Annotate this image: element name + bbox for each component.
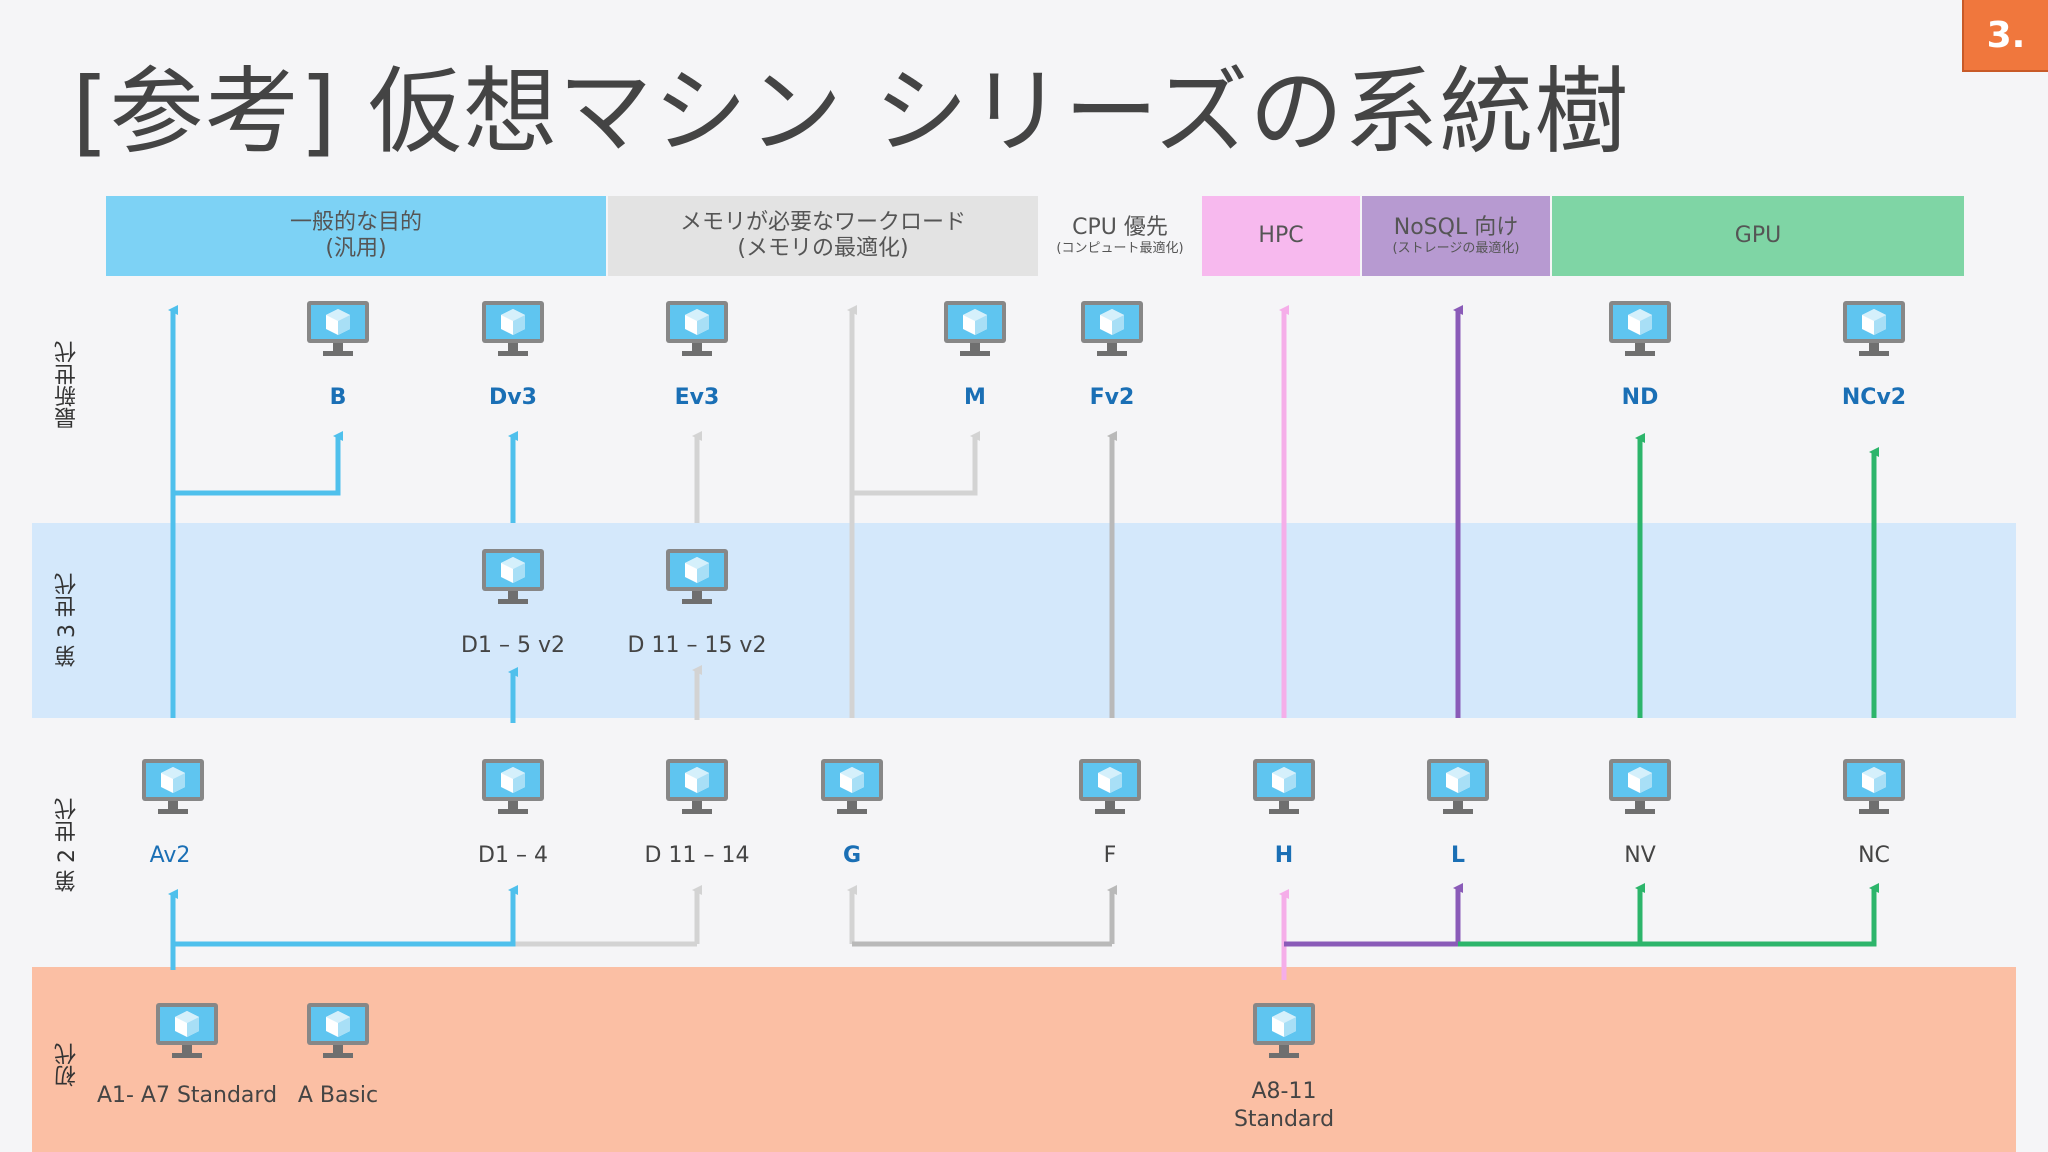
vm-node-ev3: Ev3 <box>587 300 807 412</box>
virtual-machine-icon <box>944 301 1006 356</box>
vm-node-a-basic: A Basic <box>228 1002 448 1110</box>
category-memory: メモリが必要なワークロード (メモリの最適化) <box>608 196 1038 276</box>
virtual-machine-icon <box>666 549 728 604</box>
category-gpu: GPU <box>1552 196 1964 276</box>
virtual-machine-icon <box>142 759 204 814</box>
vm-node-a1-a7: A1- A7 Standard <box>77 1002 297 1110</box>
vm-node-d11-15v2: D 11 – 15 v2 <box>587 548 807 660</box>
vm-label-av2: Av2 <box>149 843 191 868</box>
vm-label-d11-15v2: D 11 – 15 v2 <box>627 633 767 658</box>
vm-label-nd: ND <box>1621 385 1659 410</box>
vm-label-d1-4: D1 – 4 <box>478 843 548 868</box>
virtual-machine-icon <box>307 1003 369 1058</box>
category-cpu-subtitle: (コンピュート最適化) <box>1056 241 1184 257</box>
vm-node-d1-4: D1 – 4 <box>403 758 623 870</box>
vm-node-d11-14: D 11 – 14 <box>587 758 807 870</box>
virtual-machine-icon <box>482 301 544 356</box>
vm-node-nc: NC <box>1764 758 1984 870</box>
virtual-machine-icon <box>1079 759 1141 814</box>
category-general-subtitle: (汎用) <box>325 236 387 261</box>
connector-b-branch <box>173 431 343 496</box>
vm-label-nv: NV <box>1624 843 1656 868</box>
vm-node-nd: ND <box>1530 300 1750 412</box>
vm-node-fv2: Fv2 <box>1002 300 1222 412</box>
vm-label-a8-11-line2: Standard <box>1233 1106 1335 1132</box>
vm-label-l: L <box>1450 843 1466 868</box>
vm-node-ncv2: NCv2 <box>1764 300 1984 412</box>
vm-label-a8-11: A8-11 Standard <box>1234 1078 1334 1133</box>
vm-label-m: M <box>964 385 986 410</box>
virtual-machine-icon <box>1609 301 1671 356</box>
virtual-machine-icon <box>1843 301 1905 356</box>
vm-node-m: M <box>865 300 1085 412</box>
connector-g-to-m-branch <box>852 431 980 496</box>
virtual-machine-icon <box>1427 759 1489 814</box>
category-general-title: 一般的な目的 <box>289 209 422 235</box>
category-general: 一般的な目的 (汎用) <box>106 196 606 276</box>
virtual-machine-icon <box>1253 759 1315 814</box>
page-number-badge: 3. <box>1962 0 2048 72</box>
first-gen-band <box>32 967 2016 1152</box>
connector-l-to-nv-nc <box>1458 883 1879 947</box>
vm-node-l: L <box>1348 758 1568 870</box>
vm-node-av2: Av2 <box>63 758 283 870</box>
vm-label-d1-5v2: D1 – 5 v2 <box>461 633 565 658</box>
vm-label-g: G <box>842 843 862 868</box>
virtual-machine-icon <box>666 301 728 356</box>
vm-label-f: F <box>1103 843 1117 868</box>
vm-label-h: H <box>1274 843 1294 868</box>
vm-label-b: B <box>329 385 347 410</box>
vm-label-nc: NC <box>1858 843 1890 868</box>
vm-node-b: B <box>228 300 448 412</box>
vm-node-dv3: Dv3 <box>403 300 623 412</box>
category-nosql-subtitle: (ストレージの最適化) <box>1392 241 1520 257</box>
category-cpu: CPU 優先 (コンピュート最適化) <box>1040 196 1200 276</box>
vm-node-g: G <box>742 758 962 870</box>
category-memory-subtitle: (メモリの最適化) <box>737 236 909 261</box>
vm-label-ncv2: NCv2 <box>1841 385 1907 410</box>
vm-node-nv: NV <box>1530 758 1750 870</box>
vm-node-f: F <box>1000 758 1220 870</box>
vm-label-fv2: Fv2 <box>1089 385 1135 410</box>
vm-label-dv3: Dv3 <box>489 385 537 410</box>
vm-label-ev3: Ev3 <box>674 385 720 410</box>
connector-a8-to-l <box>1284 883 1463 947</box>
vm-label-a-basic: A Basic <box>297 1083 379 1108</box>
category-cpu-title: CPU 優先 <box>1072 215 1168 240</box>
virtual-machine-icon <box>666 759 728 814</box>
vm-label-a1-a7: A1- A7 Standard <box>96 1083 278 1108</box>
connector-a-to-d1-4 <box>173 885 518 947</box>
virtual-machine-icon <box>1609 759 1671 814</box>
vm-label-d11-14: D 11 – 14 <box>644 843 750 868</box>
category-memory-title: メモリが必要なワークロード <box>679 209 966 235</box>
virtual-machine-icon <box>821 759 883 814</box>
virtual-machine-icon <box>1081 301 1143 356</box>
virtual-machine-icon <box>307 301 369 356</box>
virtual-machine-icon <box>482 549 544 604</box>
virtual-machine-icon <box>1253 1003 1315 1058</box>
third-gen-band <box>32 523 2016 718</box>
category-nosql-title: NoSQL 向け <box>1393 215 1519 240</box>
category-hpc: HPC <box>1202 196 1360 276</box>
vm-node-a8-11: A8-11 Standard <box>1174 1002 1394 1133</box>
virtual-machine-icon <box>156 1003 218 1058</box>
category-nosql: NoSQL 向け (ストレージの最適化) <box>1362 196 1550 276</box>
vm-label-a8-11-line1: A8-11 <box>1251 1079 1317 1104</box>
virtual-machine-icon <box>1843 759 1905 814</box>
vm-node-d1-5v2: D1 – 5 v2 <box>403 548 623 660</box>
vm-node-h: H <box>1174 758 1394 870</box>
virtual-machine-icon <box>482 759 544 814</box>
category-hpc-title: HPC <box>1258 222 1304 248</box>
category-gpu-title: GPU <box>1734 222 1782 248</box>
page-title: [参考] 仮想マシン シリーズの系統樹 <box>72 58 1630 167</box>
